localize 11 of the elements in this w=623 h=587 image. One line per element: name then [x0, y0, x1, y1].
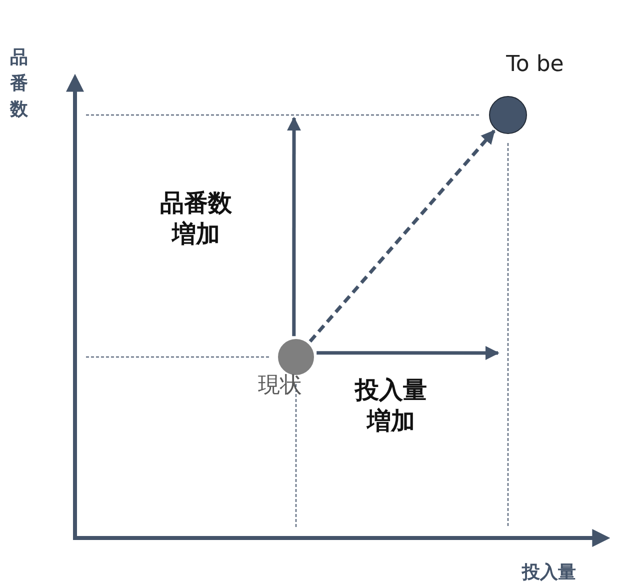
- arrow: [308, 130, 496, 343]
- arrow: [287, 116, 301, 336]
- arrow: [316, 346, 500, 360]
- axis-label: 投入量: [522, 561, 576, 585]
- edge-label: 品番数増加: [160, 188, 232, 250]
- node-caption: 現状: [257, 372, 302, 400]
- edge-label: 投入量増加: [355, 375, 427, 438]
- axis-label: 品番数: [10, 46, 28, 122]
- node-caption: To be: [505, 52, 565, 77]
- circle-marker: [489, 96, 527, 134]
- circle-marker: [278, 339, 314, 375]
